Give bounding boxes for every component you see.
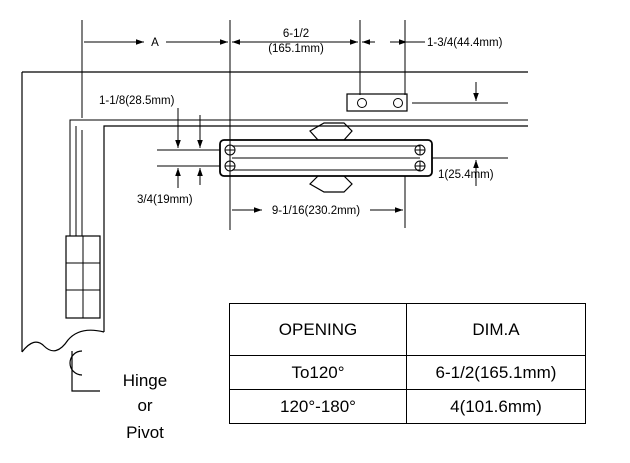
dimension-top-label-2: (165.1mm) [268,43,324,55]
dimension-center: 9-1/16(230.2mm) [232,205,403,217]
dimension-right: 1-3/4(44.4mm) [362,37,503,49]
dimension-right-vertical: 1(25.4mm) [438,82,494,186]
header-opening: OPENING [229,303,407,356]
table-header-row: OPENING DIM.A [229,303,586,356]
hinge-label-line3: Pivot [126,423,164,442]
hinge-label: Hinge or Pivot [123,371,167,442]
dimension-upper-left-label: 1-1/8(28.5mm) [99,95,175,107]
cell-opening: To120° [229,355,407,390]
dimension-right-label: 1-3/4(44.4mm) [427,37,503,49]
cell-dim-a: 4(101.6mm) [406,389,586,424]
table-row: To120° 6-1/2(165.1mm) [229,355,586,390]
table-row: 120°-180° 4(101.6mm) [229,389,586,424]
dimension-lower-left-label: 3/4(19mm) [137,194,193,206]
dimension-top: 6-1/2 (165.1mm) [232,28,358,55]
cell-dim-a: 6-1/2(165.1mm) [406,355,586,390]
arm-shoe [346,93,408,112]
dimension-lower-left: 3/4(19mm) [137,115,203,206]
hinge [65,235,101,319]
opening-dimension-table: OPENING DIM.A To120° 6-1/2(165.1mm) 120°… [229,303,586,424]
dimension-upper-left: 1-1/8(28.5mm) [99,95,181,188]
dimension-a-label: A [151,37,159,49]
dimension-top-label-1: 6-1/2 [283,28,309,40]
cell-opening: 120°-180° [229,389,407,424]
extension-lines [81,20,508,230]
dimension-right-vertical-label: 1(25.4mm) [438,169,494,181]
hinge-label-line1: Hinge [123,371,167,390]
hinge-label-line2: or [137,396,152,415]
hinge-centerline-symbol [69,350,100,392]
dimension-a: A [84,37,228,49]
dimension-center-label: 9-1/16(230.2mm) [272,205,360,217]
door-closer-body [219,122,433,193]
door-leaf [69,119,528,236]
door-frame [21,71,528,353]
header-dim-a: DIM.A [406,303,586,356]
